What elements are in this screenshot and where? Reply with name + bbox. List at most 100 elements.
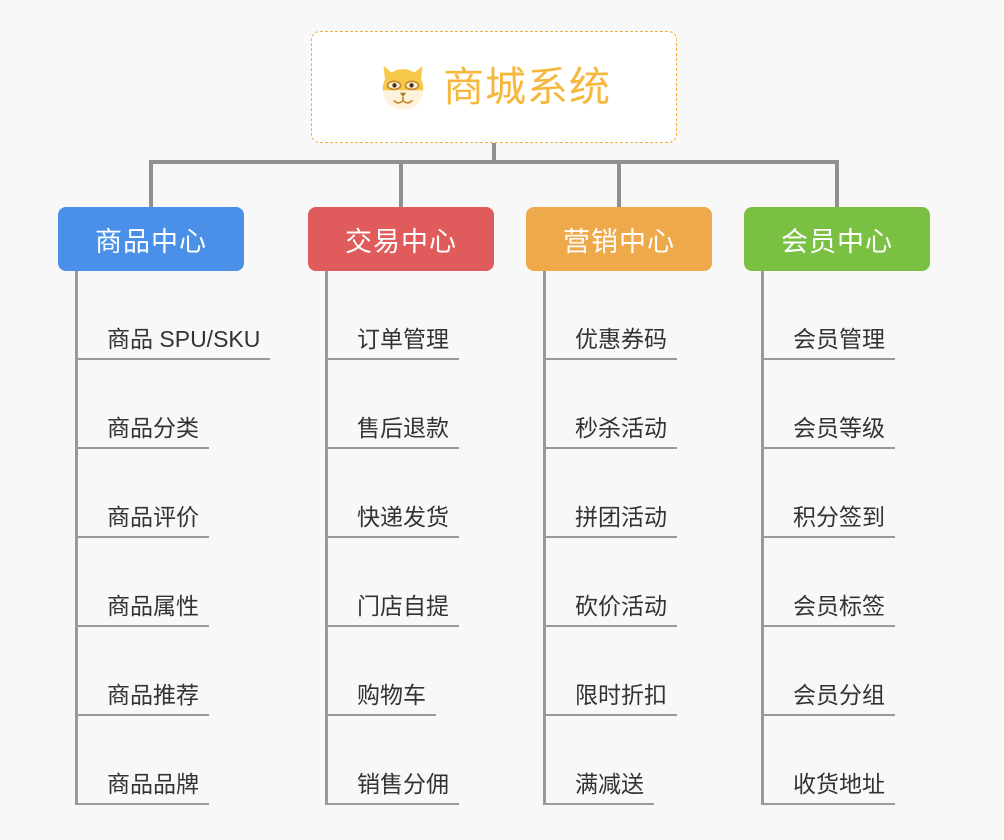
- leaf-list-2: 订单管理 售后退款 快递发货 门店自提 购物车 销售分佣: [325, 271, 494, 805]
- leaf-label: 限时折扣: [575, 682, 667, 708]
- branch-column-2: 交易中心 订单管理 售后退款 快递发货 门店自提 购物车: [308, 207, 494, 805]
- connector-drop-3: [617, 160, 621, 208]
- leaf-list-1: 商品 SPU/SKU 商品分类 商品评价 商品属性 商品推荐 商品品牌: [75, 271, 270, 805]
- leaf-item[interactable]: 秒杀活动: [543, 360, 712, 449]
- leaf-item[interactable]: 购物车: [325, 627, 494, 716]
- leaf-label: 商品评价: [107, 504, 199, 530]
- leaf-label: 满减送: [575, 771, 644, 797]
- leaf-underline: [75, 358, 270, 360]
- leaf-item[interactable]: 会员管理: [761, 271, 930, 360]
- leaf-item[interactable]: 售后退款: [325, 360, 494, 449]
- category-header-4[interactable]: 会员中心: [744, 207, 930, 271]
- leaf-label: 会员等级: [793, 415, 885, 441]
- category-label-4: 会员中心: [781, 226, 893, 257]
- leaf-underline: [75, 625, 209, 627]
- category-label-3: 营销中心: [563, 226, 675, 257]
- leaf-label: 秒杀活动: [575, 415, 667, 441]
- leaf-underline: [325, 714, 436, 716]
- leaf-item[interactable]: 会员分组: [761, 627, 930, 716]
- connector-drop-4: [835, 160, 839, 208]
- leaf-item[interactable]: 拼团活动: [543, 449, 712, 538]
- leaf-label: 优惠券码: [575, 326, 667, 352]
- leaf-underline: [761, 803, 895, 805]
- leaf-item[interactable]: 订单管理: [325, 271, 494, 360]
- root-title: 商城系统: [443, 63, 611, 110]
- leaf-list-4: 会员管理 会员等级 积分签到 会员标签 会员分组 收货地址: [761, 271, 930, 805]
- leaf-item[interactable]: 收货地址: [761, 716, 930, 805]
- leaf-label: 商品属性: [107, 593, 199, 619]
- leaf-underline: [761, 536, 895, 538]
- branch-column-4: 会员中心 会员管理 会员等级 积分签到 会员标签 会员分组: [744, 207, 930, 805]
- branch-column-1: 商品中心 商品 SPU/SKU 商品分类 商品评价 商品属性 商品推荐: [58, 207, 270, 805]
- category-header-3[interactable]: 营销中心: [526, 207, 712, 271]
- connector-root-stem: [492, 143, 496, 163]
- connector-drop-2: [399, 160, 403, 208]
- leaf-underline: [75, 447, 209, 449]
- leaf-label: 拼团活动: [575, 504, 667, 530]
- leaf-underline: [543, 358, 677, 360]
- connector-horizontal-bus: [149, 160, 839, 164]
- leaf-label: 收货地址: [793, 771, 885, 797]
- shiba-inu-dog-icon: [382, 65, 424, 110]
- leaf-underline: [761, 358, 895, 360]
- leaf-item[interactable]: 门店自提: [325, 538, 494, 627]
- leaf-item[interactable]: 商品分类: [75, 360, 244, 449]
- leaf-item[interactable]: 限时折扣: [543, 627, 712, 716]
- category-header-2[interactable]: 交易中心: [308, 207, 494, 271]
- leaf-label: 商品分类: [107, 415, 199, 441]
- leaf-item[interactable]: 商品评价: [75, 449, 244, 538]
- leaf-underline: [543, 714, 677, 716]
- leaf-label: 售后退款: [357, 415, 449, 441]
- leaf-label: 会员分组: [793, 682, 885, 708]
- leaf-underline: [325, 447, 459, 449]
- leaf-underline: [75, 536, 209, 538]
- trunk-line-4: [761, 271, 764, 805]
- leaf-label: 订单管理: [357, 326, 449, 352]
- trunk-line-2: [325, 271, 328, 805]
- leaf-underline: [761, 447, 895, 449]
- leaf-underline: [325, 625, 459, 627]
- leaf-label: 会员管理: [793, 326, 885, 352]
- leaf-label: 砍价活动: [575, 593, 667, 619]
- branch-column-3: 营销中心 优惠券码 秒杀活动 拼团活动 砍价活动 限时折扣: [526, 207, 712, 805]
- leaf-item[interactable]: 商品 SPU/SKU: [75, 271, 270, 360]
- leaf-item[interactable]: 会员等级: [761, 360, 930, 449]
- root-node-mall-system[interactable]: 商城系统: [311, 31, 677, 143]
- leaf-underline: [75, 803, 209, 805]
- trunk-line-3: [543, 271, 546, 805]
- category-label-1: 商品中心: [95, 226, 207, 257]
- leaf-list-3: 优惠券码 秒杀活动 拼团活动 砍价活动 限时折扣 满减送: [543, 271, 712, 805]
- leaf-label: 商品 SPU/SKU: [107, 326, 261, 352]
- leaf-underline: [761, 714, 895, 716]
- leaf-underline: [75, 714, 209, 716]
- leaf-underline: [543, 625, 677, 627]
- leaf-item[interactable]: 满减送: [543, 716, 712, 805]
- leaf-underline: [543, 803, 654, 805]
- leaf-item[interactable]: 商品属性: [75, 538, 244, 627]
- leaf-item[interactable]: 优惠券码: [543, 271, 712, 360]
- leaf-item[interactable]: 商品推荐: [75, 627, 244, 716]
- leaf-label: 门店自提: [357, 593, 449, 619]
- leaf-label: 商品推荐: [107, 682, 199, 708]
- trunk-line-1: [75, 271, 78, 805]
- leaf-label: 销售分佣: [357, 771, 449, 797]
- leaf-underline: [761, 625, 895, 627]
- leaf-underline: [543, 536, 677, 538]
- connector-drop-1: [149, 160, 153, 208]
- leaf-item[interactable]: 商品品牌: [75, 716, 244, 805]
- leaf-underline: [325, 536, 459, 538]
- leaf-underline: [325, 358, 459, 360]
- leaf-label: 快递发货: [357, 504, 449, 530]
- category-label-2: 交易中心: [345, 226, 457, 257]
- category-header-1[interactable]: 商品中心: [58, 207, 244, 271]
- leaf-underline: [543, 447, 677, 449]
- leaf-item[interactable]: 销售分佣: [325, 716, 494, 805]
- leaf-item[interactable]: 积分签到: [761, 449, 930, 538]
- leaf-label: 会员标签: [793, 593, 885, 619]
- leaf-item[interactable]: 会员标签: [761, 538, 930, 627]
- leaf-label: 商品品牌: [107, 771, 199, 797]
- leaf-label: 购物车: [357, 682, 426, 708]
- leaf-item[interactable]: 快递发货: [325, 449, 494, 538]
- leaf-item[interactable]: 砍价活动: [543, 538, 712, 627]
